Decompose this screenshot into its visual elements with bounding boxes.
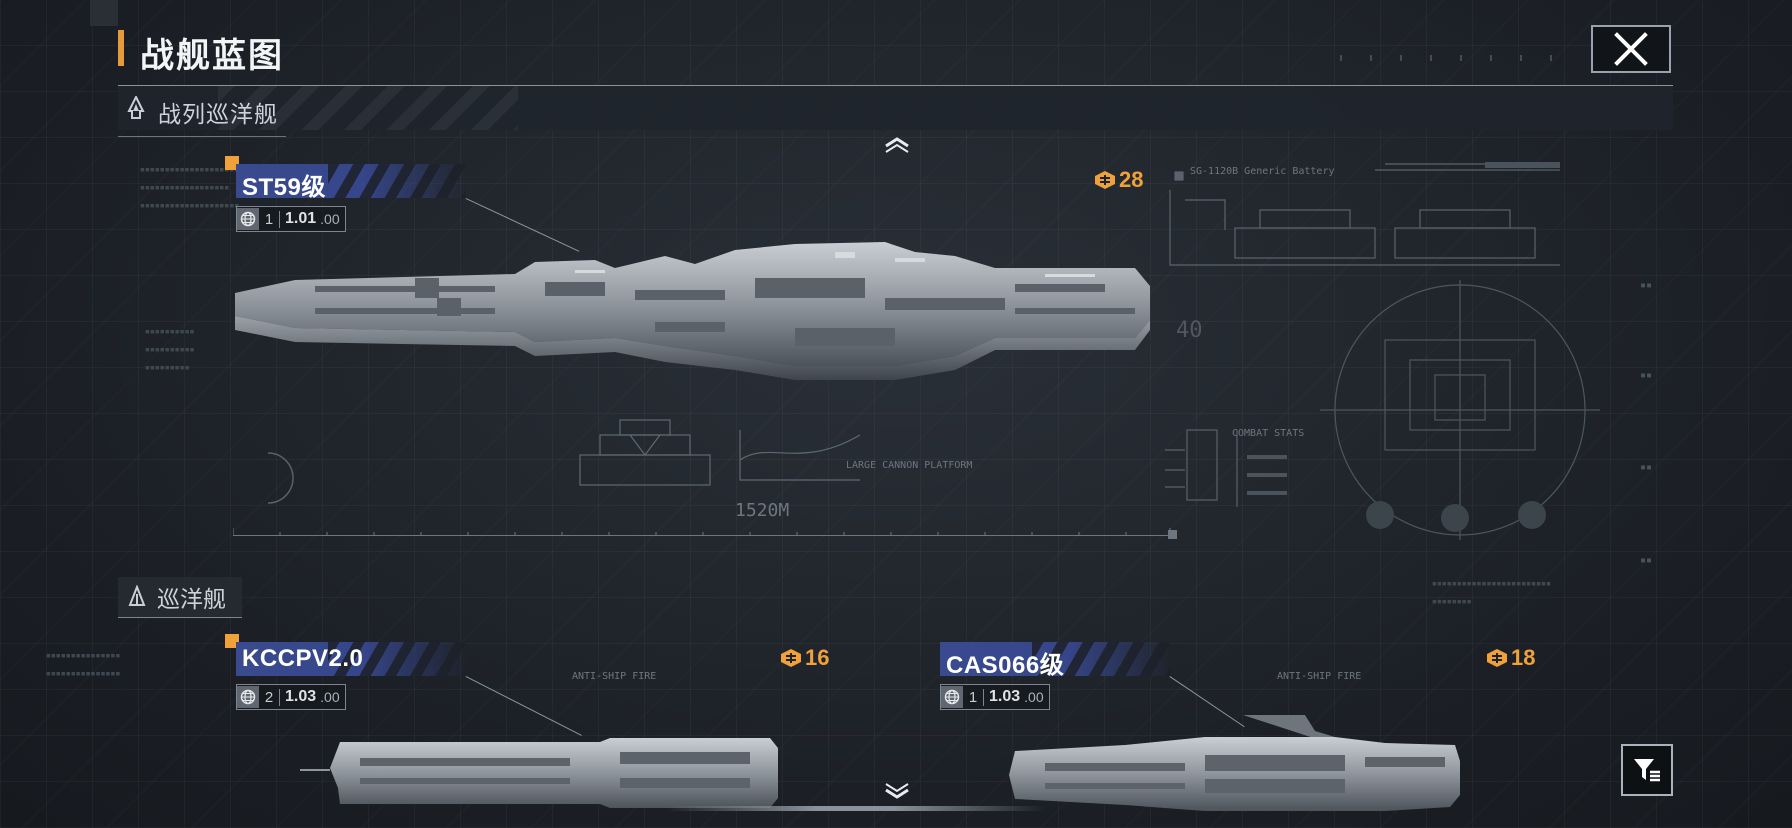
category-underline — [118, 136, 286, 137]
title-accent-bar — [118, 30, 124, 66]
close-button[interactable] — [1591, 25, 1671, 73]
background-lore-text: ▪▪▪▪▪▪▪▪▪▪▪▪▪▪▪▪▪▪▪▪▪▪▪▪▪▪▪▪▪▪▪▪▪▪▪▪▪▪▪▪… — [140, 161, 255, 213]
ship-count: 1 — [262, 210, 280, 228]
length-label: 1520M — [735, 500, 790, 521]
ship-count: 2 — [262, 688, 280, 706]
ship-version: 1.03 — [285, 688, 317, 705]
cost-value: 16 — [805, 645, 830, 670]
category-divider — [118, 85, 1673, 86]
ship-name-banner — [236, 642, 466, 676]
ship-model-cas066 — [1009, 715, 1460, 811]
page-title: 战舰蓝图 — [140, 37, 284, 75]
length-ruler — [233, 535, 1171, 536]
header-tick-decoration — [1340, 48, 1560, 61]
ship-cost: 16 — [780, 645, 829, 671]
globe-icon — [941, 686, 963, 708]
blueprint-battery-panel — [1169, 162, 1560, 266]
ship-version-sub: .00 — [1024, 689, 1044, 705]
category-header-battlecruiser[interactable] — [118, 86, 1673, 130]
blueprint-drawing-side — [579, 419, 861, 486]
background-lore-text: ▪▪▪▪▪▪▪▪▪▪▪▪▪▪▪▪▪▪▪▪▪▪▪▪▪▪▪▪▪ — [145, 323, 195, 375]
scale-mark: ▪▪ — [1640, 462, 1653, 473]
ship-name-banner — [236, 164, 466, 198]
blueprint-cost-icon — [781, 649, 801, 667]
ship-stats-box: 1 1.01 .00 — [236, 206, 346, 232]
gauge-decoration — [267, 452, 294, 504]
dial-value: 40 — [1176, 318, 1203, 343]
platform-label: LARGE CANNON PLATFORM — [846, 460, 973, 471]
chevron-up-icon[interactable] — [883, 136, 911, 154]
category-label: 战列巡洋舰 — [158, 101, 278, 127]
cost-value: 28 — [1119, 167, 1144, 192]
ruler-ticks — [233, 528, 1171, 536]
ship-version: 1.03 — [989, 688, 1021, 705]
selection-marker — [225, 156, 239, 170]
ship-version: 1.01 — [285, 210, 317, 227]
combat-stats-diagram — [1165, 429, 1287, 507]
corner-marker — [90, 0, 118, 26]
ship-stats-box: 2 1.03 .00 — [236, 684, 346, 710]
filter-icon — [1634, 759, 1660, 782]
battlecruiser-icon — [127, 96, 145, 119]
anti-ship-label: ANTI-SHIP FIRE — [1277, 671, 1362, 682]
close-icon — [1614, 32, 1648, 66]
ruler-end-marker — [1168, 530, 1177, 539]
radar-circle-diagram — [1320, 280, 1600, 540]
scale-mark: ▪▪ — [1640, 555, 1653, 566]
scroll-indicator — [665, 806, 1045, 811]
category-label: 巡洋舰 — [157, 586, 226, 612]
category-header-cruiser[interactable]: 巡洋舰 — [118, 577, 242, 618]
globe-icon — [237, 686, 259, 708]
ship-version-sub: .00 — [320, 689, 340, 705]
ship-count: 1 — [966, 688, 984, 706]
background-lore-text: ▪▪▪▪▪▪▪▪▪▪▪▪▪▪▪▪▪▪▪▪▪▪▪▪▪▪▪▪▪▪ — [46, 647, 121, 681]
ship-cost: 18 — [1486, 645, 1535, 671]
chevron-down-icon[interactable] — [883, 782, 911, 800]
ship-model-st59 — [235, 242, 1150, 380]
ship-cost: 28 — [1094, 167, 1143, 193]
ship-name: ST59级 — [242, 174, 326, 201]
blueprint-cost-icon — [1095, 171, 1115, 189]
scale-mark: ▪▪ — [1640, 280, 1653, 291]
battery-label: SG-1120B Generic Battery — [1190, 166, 1335, 177]
cruiser-icon — [128, 585, 146, 606]
background-lore-text: ▪▪▪▪▪▪▪▪▪▪▪▪▪▪▪▪▪▪▪▪▪▪▪▪▪▪▪▪▪▪▪▪ — [1432, 575, 1552, 609]
cost-value: 18 — [1511, 645, 1536, 670]
anti-ship-label: ANTI-SHIP FIRE — [572, 671, 657, 682]
ship-name: CAS066级 — [946, 652, 1065, 679]
filter-button[interactable] — [1621, 744, 1673, 796]
ship-model-kccpv2 — [300, 738, 778, 808]
ship-name-banner — [940, 642, 1170, 676]
scale-mark: ▪▪ — [1640, 370, 1653, 381]
ship-name: KCCPV2.0 — [242, 645, 364, 672]
combat-stats-label: COMBAT STATS — [1232, 428, 1305, 439]
globe-icon — [237, 208, 259, 230]
ship-stats-box: 1 1.03 .00 — [940, 684, 1050, 710]
selection-marker — [225, 634, 239, 648]
blueprint-cost-icon — [1487, 649, 1507, 667]
ship-version-sub: .00 — [320, 211, 340, 227]
